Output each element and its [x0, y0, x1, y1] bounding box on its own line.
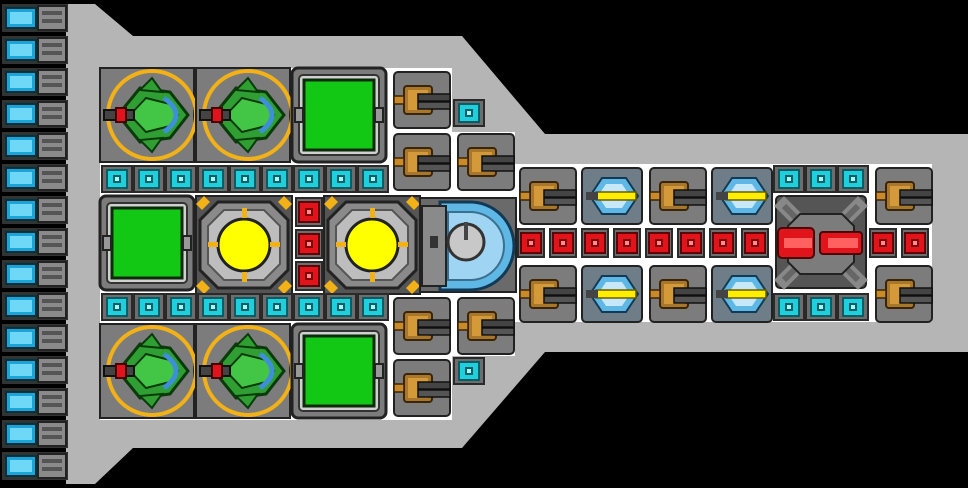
thruster-block[interactable]: [1, 291, 69, 321]
blue-laser-turret[interactable]: [711, 265, 773, 323]
red-armor-block[interactable]: [295, 229, 323, 259]
cyan-armor-block[interactable]: [229, 165, 261, 193]
cyan-armor-block[interactable]: [325, 165, 357, 193]
bronze-cannon-turret[interactable]: [457, 297, 515, 355]
cyan-armor-block[interactable]: [837, 165, 869, 193]
thruster-block[interactable]: [1, 35, 69, 65]
cyan-armor-block[interactable]: [165, 293, 197, 321]
cyan-armor-block[interactable]: [293, 293, 325, 321]
cyan-armor-block[interactable]: [325, 293, 357, 321]
cyan-armor-block[interactable]: [229, 293, 261, 321]
red-armor-block[interactable]: [901, 228, 929, 258]
cyan-armor-block[interactable]: [197, 165, 229, 193]
cyan-armor-block[interactable]: [357, 165, 389, 193]
thruster-block[interactable]: [1, 387, 69, 417]
red-armor-block[interactable]: [613, 228, 641, 258]
thruster-block[interactable]: [1, 131, 69, 161]
blue-laser-turret[interactable]: [581, 167, 643, 225]
thruster-block[interactable]: [1, 227, 69, 257]
cyan-armor-block[interactable]: [293, 165, 325, 193]
bronze-cannon-turret[interactable]: [393, 297, 451, 355]
bronze-cannon-turret[interactable]: [649, 167, 707, 225]
reactor-core-module[interactable]: [322, 194, 422, 296]
thruster-block[interactable]: [1, 99, 69, 129]
bronze-cannon-turret[interactable]: [875, 167, 933, 225]
cargo-storage-panel[interactable]: [290, 66, 388, 164]
thruster-block[interactable]: [1, 355, 69, 385]
fighter-hangar-module[interactable]: [196, 324, 292, 418]
cyan-armor-block[interactable]: [133, 165, 165, 193]
thruster-block[interactable]: [1, 3, 69, 33]
cyan-armor-block[interactable]: [261, 165, 293, 193]
cyan-armor-block[interactable]: [101, 293, 133, 321]
cyan-armor-block[interactable]: [261, 293, 293, 321]
bronze-cannon-turret[interactable]: [393, 133, 451, 191]
bronze-cannon-turret[interactable]: [393, 71, 451, 129]
thruster-block[interactable]: [1, 323, 69, 353]
fighter-hangar-module[interactable]: [196, 68, 292, 162]
cyan-armor-block[interactable]: [357, 293, 389, 321]
bronze-cannon-turret[interactable]: [519, 167, 577, 225]
thruster-block[interactable]: [1, 195, 69, 225]
fighter-hangar-module[interactable]: [100, 68, 196, 162]
cyan-armor-block[interactable]: [133, 293, 165, 321]
cyan-armor-block[interactable]: [165, 165, 197, 193]
red-armor-block[interactable]: [581, 228, 609, 258]
cyan-armor-block[interactable]: [837, 293, 869, 321]
cyan-armor-block[interactable]: [773, 293, 805, 321]
cyan-armor-block[interactable]: [773, 165, 805, 193]
red-armor-block[interactable]: [517, 228, 545, 258]
cargo-storage-panel[interactable]: [290, 322, 388, 420]
red-armor-block[interactable]: [295, 197, 323, 227]
bronze-cannon-turret[interactable]: [519, 265, 577, 323]
bronze-cannon-turret[interactable]: [649, 265, 707, 323]
bronze-cannon-turret[interactable]: [457, 133, 515, 191]
bridge-cockpit-module[interactable]: [419, 197, 517, 293]
cyan-armor-block[interactable]: [453, 99, 485, 127]
bronze-cannon-turret[interactable]: [393, 359, 451, 417]
red-armor-block[interactable]: [549, 228, 577, 258]
cyan-armor-block[interactable]: [805, 165, 837, 193]
thruster-block[interactable]: [1, 419, 69, 449]
cyan-armor-block[interactable]: [101, 165, 133, 193]
cyan-armor-block[interactable]: [197, 293, 229, 321]
cyan-armor-block[interactable]: [453, 357, 485, 385]
red-armor-block[interactable]: [295, 261, 323, 291]
red-armor-block[interactable]: [869, 228, 897, 258]
thruster-block[interactable]: [1, 259, 69, 289]
blue-laser-turret[interactable]: [711, 167, 773, 225]
red-armor-block[interactable]: [677, 228, 705, 258]
bronze-cannon-turret[interactable]: [875, 265, 933, 323]
thruster-block[interactable]: [1, 67, 69, 97]
reactor-core-module[interactable]: [194, 194, 294, 296]
red-armor-block[interactable]: [741, 228, 769, 258]
cyan-armor-block[interactable]: [805, 293, 837, 321]
thruster-block[interactable]: [1, 451, 69, 481]
fighter-hangar-module[interactable]: [100, 324, 196, 418]
red-heavy-cannon[interactable]: [774, 195, 868, 290]
blue-laser-turret[interactable]: [581, 265, 643, 323]
cargo-storage-panel[interactable]: [98, 194, 196, 292]
thruster-block[interactable]: [1, 163, 69, 193]
red-armor-block[interactable]: [709, 228, 737, 258]
red-armor-block[interactable]: [645, 228, 673, 258]
